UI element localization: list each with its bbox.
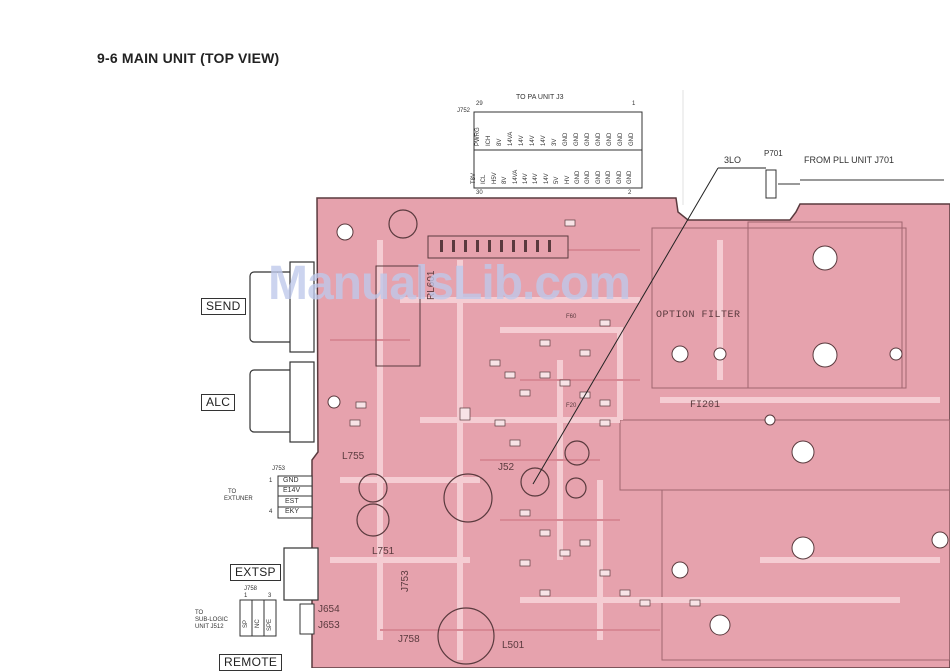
j752-pin-label: 14V [519, 135, 525, 146]
j753-pin-gnd: GND [283, 477, 299, 484]
l501-label: L501 [502, 640, 525, 651]
j752-pin-label: H5V [491, 172, 498, 184]
j758-pin-3: 3 [268, 593, 272, 599]
j654-label: J654 [318, 604, 340, 615]
j752-header: TO PA UNIT J3 [516, 94, 564, 101]
j752-pin-label: ICL [481, 174, 488, 184]
send-label: SEND [201, 298, 246, 315]
j758-dest-line1: SUB-LOGIC [195, 617, 229, 623]
j653-label: J653 [318, 620, 340, 631]
j752-pin-label: HV [564, 175, 571, 184]
j752-pin-label: GND [575, 170, 581, 184]
j752-pin-label: GND [595, 170, 602, 184]
j752-pin-label: GND [596, 132, 602, 146]
j758-pin-sp: SP [243, 619, 249, 628]
j752-pin-label: 14VA [508, 131, 514, 146]
option-filter-label: OPTION FILTER [656, 310, 741, 321]
j753-pin-4: 4 [269, 509, 273, 515]
j758-to: TO [195, 610, 204, 616]
j52-label: J52 [498, 462, 515, 473]
j752-pin-label: PWRG [475, 127, 481, 146]
j752-pin-label: 14V [533, 173, 540, 184]
j752-pin-label: 5V [554, 176, 561, 184]
j752-pin-label: 14V [543, 173, 550, 184]
j752-pin-label: 8V [497, 138, 503, 146]
j752-pin-label: GND [585, 170, 592, 184]
main-board [311, 197, 950, 668]
j752-pin-label: GND [585, 132, 591, 146]
j752-pin-label: 8V [502, 176, 509, 184]
j752-pin-30: 30 [476, 190, 483, 196]
j752-pin-label: GND [629, 132, 635, 146]
j752-pin-label: GND [627, 170, 633, 184]
j752-pin-label: 14V [523, 173, 529, 184]
fi201-label: FI201 [690, 400, 721, 411]
j752-pin-label: 3V [552, 138, 558, 146]
j753-dest: EXTUNER [224, 496, 253, 502]
j758-ref: J758 [244, 586, 258, 592]
j752-pin-label: GND [563, 132, 569, 146]
l755-label: L755 [342, 451, 365, 462]
j753-pin-e14v: E14V [283, 487, 301, 494]
j752-ref: J752 [457, 108, 471, 114]
j752-pin-label: 14V [541, 135, 547, 146]
j753-board-label: J753 [400, 570, 411, 592]
j758-pin-spe: SPE [267, 618, 273, 631]
j753-pin-est: EST [285, 498, 299, 505]
remote-label: REMOTE [219, 654, 283, 671]
j752-pin-label: 14VA [512, 169, 519, 184]
j758-pin-1: 1 [244, 593, 248, 599]
j752-pin-1: 1 [632, 101, 636, 107]
alc-label: ALC [201, 394, 236, 411]
j752-pin-29: 29 [476, 101, 483, 107]
rl601-label: RL601 [426, 270, 437, 300]
j758-dest-line2: UNIT J512 [195, 624, 224, 630]
f20-label: F20 [566, 403, 577, 409]
j752-pin-label: GND [618, 132, 624, 146]
j752-pin-label: ICH [486, 135, 492, 146]
page-title: 9-6 MAIN UNIT (TOP VIEW) [97, 50, 280, 66]
j758-board-label: J758 [398, 634, 420, 645]
j758-pin-nc: NC [255, 619, 261, 628]
l751-label: L751 [372, 546, 395, 557]
j753-pin-1: 1 [269, 478, 273, 484]
j752-pin-label: T8V [471, 172, 477, 184]
from-pll-unit-label: FROM PLL UNIT J701 [804, 155, 895, 165]
j753-to: TO [228, 489, 237, 495]
j752-pin-label: GND [606, 170, 613, 184]
extsp-label: EXTSP [230, 564, 281, 581]
j752-pin-label: GND [616, 170, 623, 184]
j752-pin-2: 2 [628, 190, 632, 196]
j753-ref: J753 [272, 466, 286, 472]
j752-pin-label: GND [607, 132, 613, 146]
p701-ref: P701 [764, 149, 783, 158]
j752-pin-label: 14V [530, 135, 536, 146]
f60-label: F60 [566, 314, 577, 320]
j753-pin-eky: EKY [285, 508, 300, 515]
j752-pin-label: GND [574, 132, 580, 146]
net-3lo-label: 3LO [724, 155, 742, 165]
